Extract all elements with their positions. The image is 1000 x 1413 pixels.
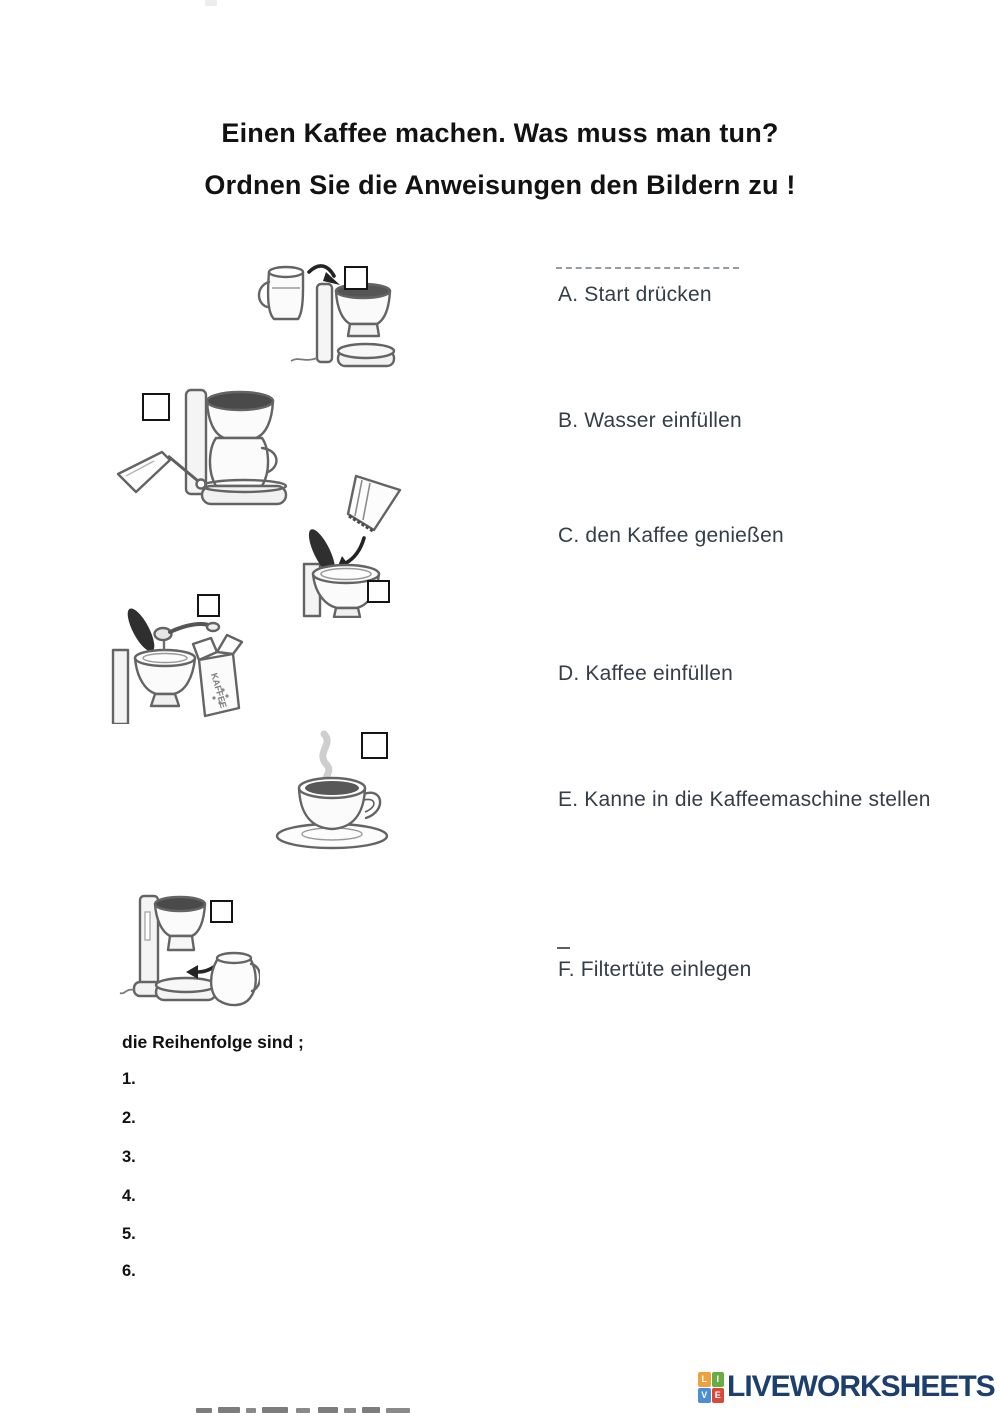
order-item-5: 5. xyxy=(122,1225,136,1243)
liveworksheets-logo-icon: L I V E xyxy=(698,1371,724,1403)
answer-checkbox-pour-water[interactable] xyxy=(344,266,368,290)
dashed-separator xyxy=(556,267,739,269)
instruction-f: F. Filtertüte einlegen xyxy=(558,958,752,981)
order-item-1: 1. xyxy=(122,1070,136,1088)
instruction-a: A. Start drücken xyxy=(558,283,712,306)
enjoy-coffee-cup-illustration xyxy=(275,730,389,850)
place-carafe-in-machine-illustration xyxy=(119,894,260,1007)
logo-tile-l: L xyxy=(698,1371,711,1387)
instruction-e: E. Kanne in die Kaffeemaschine stellen xyxy=(558,788,931,811)
coffee-spoon xyxy=(153,621,221,651)
logo-tile-i: I xyxy=(711,1371,724,1387)
order-section-heading: die Reihenfolge sind ; xyxy=(122,1032,304,1052)
instruction-c: C. den Kaffee genießen xyxy=(558,524,784,547)
coffee-machine xyxy=(119,894,218,1002)
filter-paper xyxy=(346,474,402,533)
answer-checkbox-place-carafe[interactable] xyxy=(210,900,233,923)
coffee-cup xyxy=(275,776,389,850)
coffee-machine xyxy=(290,282,396,368)
scan-artifact xyxy=(205,0,217,6)
order-item-3: 3. xyxy=(122,1148,136,1166)
instruction-b: B. Wasser einfüllen xyxy=(558,409,742,432)
answer-checkbox-enjoy-coffee[interactable] xyxy=(361,732,388,759)
order-item-6: 6. xyxy=(122,1262,136,1280)
coffee-machine xyxy=(184,388,288,506)
liveworksheets-logo: L I V E LIVEWORKSHEETS xyxy=(698,1370,996,1404)
pour-arrow-icon xyxy=(307,264,340,285)
pressing-hand xyxy=(116,450,207,494)
stray-dash-mark xyxy=(557,947,570,949)
title-line-2: Ordnen Sie die Anweisungen den Bildern z… xyxy=(204,170,796,200)
filter-basket xyxy=(111,608,197,724)
filter-basket xyxy=(302,529,381,618)
pour-water-jug-into-machine-illustration xyxy=(257,264,396,368)
insert-filter-paper-illustration xyxy=(302,474,402,618)
water-jug xyxy=(257,265,305,321)
steam xyxy=(319,730,333,788)
order-item-2: 2. xyxy=(122,1109,136,1127)
instruction-d: D. Kaffee einfüllen xyxy=(558,662,734,685)
title-line-1: Einen Kaffee machen. Was muss man tun? xyxy=(221,118,779,148)
answer-checkbox-insert-filter[interactable] xyxy=(367,580,390,603)
logo-tile-v: V xyxy=(698,1387,711,1403)
answer-checkbox-press-start[interactable] xyxy=(142,393,170,421)
coffee-packet: KAFFEE xyxy=(191,633,244,718)
order-item-4: 4. xyxy=(122,1187,136,1205)
spoon-coffee-from-packet-illustration: KAFFEE xyxy=(111,608,244,724)
logo-tile-e: E xyxy=(711,1387,724,1403)
press-start-button-illustration xyxy=(116,388,288,506)
carafe xyxy=(209,951,260,1007)
answer-checkbox-spoon-coffee[interactable] xyxy=(197,594,220,617)
liveworksheets-wordmark: LIVEWORKSHEETS xyxy=(727,1370,996,1403)
